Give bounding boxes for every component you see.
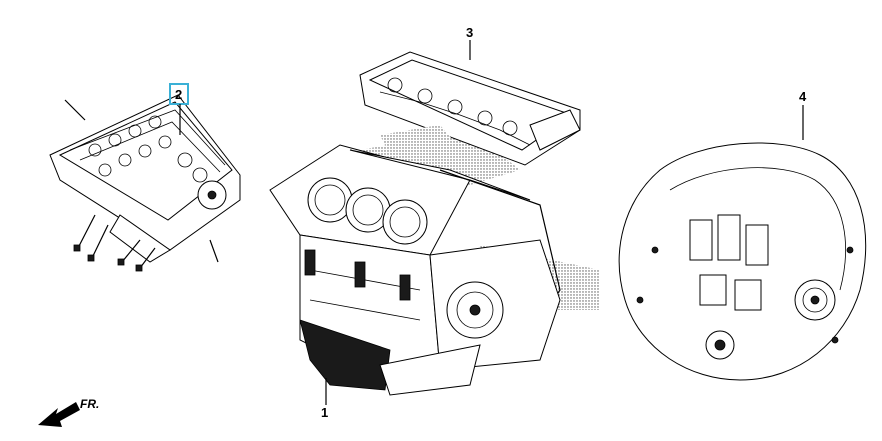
callout-1[interactable]: 1 <box>321 405 328 420</box>
front-direction-indicator: FR. <box>38 397 99 427</box>
svg-text:3: 3 <box>466 25 473 40</box>
callout-4[interactable]: 4 <box>799 89 807 104</box>
callout-2[interactable]: 2 <box>169 83 189 135</box>
svg-text:2: 2 <box>175 87 182 102</box>
svg-text:FR.: FR. <box>80 397 99 411</box>
svg-text:1: 1 <box>321 405 328 420</box>
svg-text:4: 4 <box>799 89 807 104</box>
transmission-illustration[interactable] <box>618 105 867 381</box>
callout-3[interactable]: 3 <box>466 25 473 40</box>
engine-block-illustration[interactable] <box>269 125 600 405</box>
front-arrow-icon <box>38 402 80 427</box>
cylinder-head-front-illustration[interactable] <box>49 94 241 272</box>
